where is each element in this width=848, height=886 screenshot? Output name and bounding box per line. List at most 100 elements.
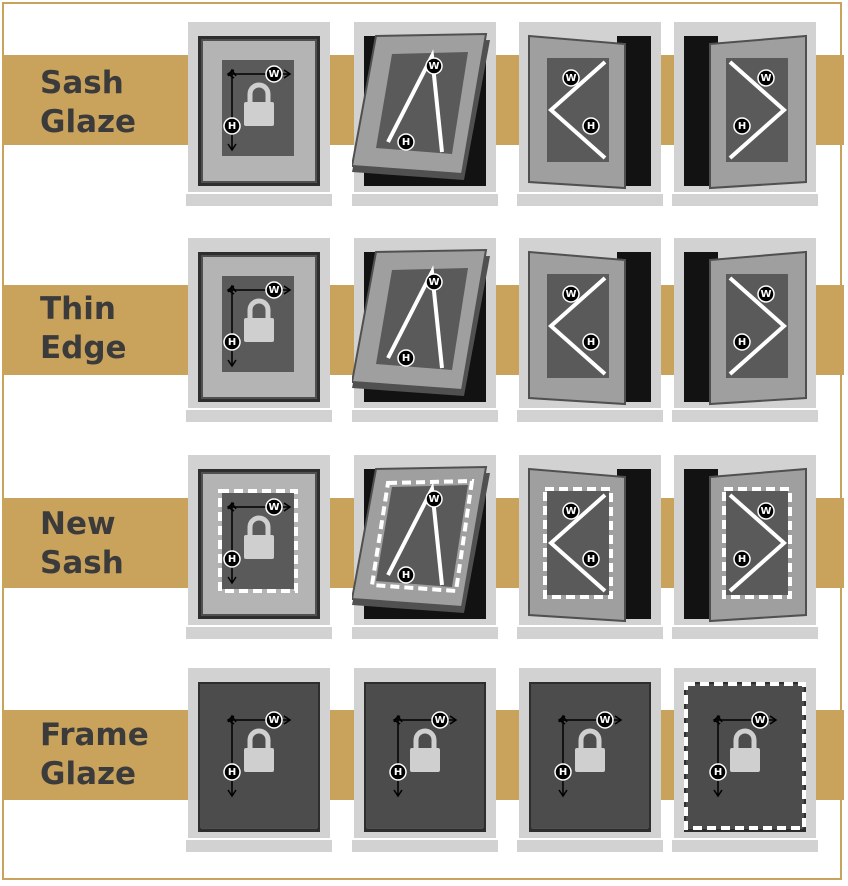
- hinge-chevron-icon: [728, 276, 788, 376]
- svg-text:H: H: [587, 554, 595, 565]
- height-badge: H: [582, 333, 600, 351]
- width-badge: W: [431, 711, 449, 729]
- svg-text:W: W: [754, 715, 765, 726]
- width-badge: W: [757, 285, 775, 303]
- glass-pane: [726, 58, 788, 162]
- window-sill: [186, 410, 332, 422]
- svg-text:W: W: [428, 277, 439, 288]
- row-label-line2: Glaze: [40, 756, 137, 792]
- window-sill: [352, 840, 498, 852]
- row-label-frame-glaze: Frame Glaze: [40, 716, 149, 794]
- svg-text:W: W: [428, 61, 439, 72]
- svg-text:W: W: [760, 506, 771, 517]
- window-sill: [517, 840, 663, 852]
- svg-text:H: H: [228, 337, 236, 348]
- svg-text:H: H: [402, 353, 410, 364]
- height-badge: H: [733, 117, 751, 135]
- window-top-hung: WH: [352, 22, 498, 206]
- height-badge: H: [582, 550, 600, 568]
- svg-text:W: W: [565, 506, 576, 517]
- height-badge: H: [582, 117, 600, 135]
- svg-text:W: W: [268, 502, 279, 513]
- window-fixed: WH: [186, 668, 332, 852]
- lock-icon: [410, 728, 440, 772]
- height-badge: H: [397, 566, 415, 584]
- row-label-line2: Glaze: [40, 104, 137, 140]
- window-fixed: WH: [186, 455, 332, 639]
- window-fixed: WH: [186, 22, 332, 206]
- window-sill: [517, 410, 663, 422]
- svg-text:W: W: [428, 494, 439, 505]
- window-sill: [186, 627, 332, 639]
- width-badge: W: [596, 711, 614, 729]
- window-side-hung-right: WH: [672, 455, 818, 639]
- window-sill: [672, 194, 818, 206]
- window-side-hung-left: WH: [517, 22, 663, 206]
- lock-icon: [244, 82, 274, 126]
- width-badge: W: [425, 490, 443, 508]
- height-badge: H: [223, 333, 241, 351]
- new-sash-outline: [369, 478, 475, 594]
- svg-text:H: H: [394, 767, 402, 778]
- lock-icon: [575, 728, 605, 772]
- window-top-hung: WH: [352, 238, 498, 422]
- window-fixed: WH: [517, 668, 663, 852]
- svg-text:W: W: [565, 73, 576, 84]
- row-label-line2: Sash: [40, 545, 124, 581]
- glass-pane: [376, 485, 468, 587]
- hinge-chevron-icon: [547, 60, 607, 160]
- svg-text:H: H: [587, 121, 595, 132]
- height-badge: H: [397, 133, 415, 151]
- height-badge: H: [554, 763, 572, 781]
- svg-text:W: W: [599, 715, 610, 726]
- dimension-lines: [557, 714, 623, 798]
- lock-icon: [244, 728, 274, 772]
- window-sill: [352, 410, 498, 422]
- hinge-triangle-icon: [386, 265, 444, 369]
- svg-text:H: H: [402, 570, 410, 581]
- svg-text:W: W: [268, 69, 279, 80]
- svg-text:W: W: [760, 73, 771, 84]
- window-sill: [186, 194, 332, 206]
- svg-text:H: H: [228, 554, 236, 565]
- window-sill: [672, 627, 818, 639]
- svg-text:H: H: [738, 121, 746, 132]
- width-badge: W: [425, 273, 443, 291]
- window-fixed: WH: [672, 668, 818, 852]
- svg-text:H: H: [228, 767, 236, 778]
- hinge-chevron-icon: [728, 493, 788, 593]
- hinge-triangle-icon: [386, 49, 444, 153]
- glass-pane: [726, 274, 788, 378]
- new-sash-outline: [218, 489, 298, 593]
- glass-pane: [726, 491, 788, 595]
- window-sill: [352, 194, 498, 206]
- window-fixed: WH: [352, 668, 498, 852]
- window-top-hung: WH: [352, 455, 498, 639]
- height-badge: H: [733, 550, 751, 568]
- height-badge: H: [709, 763, 727, 781]
- row-label-sash-glaze: Sash Glaze: [40, 64, 136, 142]
- glass-pane: [376, 268, 468, 370]
- row-label-thin-edge: Thin Edge: [40, 290, 127, 368]
- window-side-hung-left: WH: [517, 455, 663, 639]
- height-badge: H: [223, 763, 241, 781]
- window-fixed: WH: [186, 238, 332, 422]
- width-badge: W: [751, 711, 769, 729]
- hinge-chevron-icon: [728, 60, 788, 160]
- width-badge: W: [757, 502, 775, 520]
- row-label-line1: New: [40, 506, 116, 542]
- svg-text:H: H: [738, 337, 746, 348]
- frame-outline: [684, 682, 806, 830]
- svg-text:H: H: [738, 554, 746, 565]
- window-sill: [672, 410, 818, 422]
- window-sill: [517, 194, 663, 206]
- svg-text:W: W: [760, 289, 771, 300]
- window-sill: [672, 840, 818, 852]
- svg-text:H: H: [587, 337, 595, 348]
- height-badge: H: [397, 349, 415, 367]
- row-label-line1: Sash: [40, 65, 124, 101]
- row-label-line2: Edge: [40, 330, 127, 366]
- window-side-hung-left: WH: [517, 238, 663, 422]
- width-badge: W: [265, 281, 283, 299]
